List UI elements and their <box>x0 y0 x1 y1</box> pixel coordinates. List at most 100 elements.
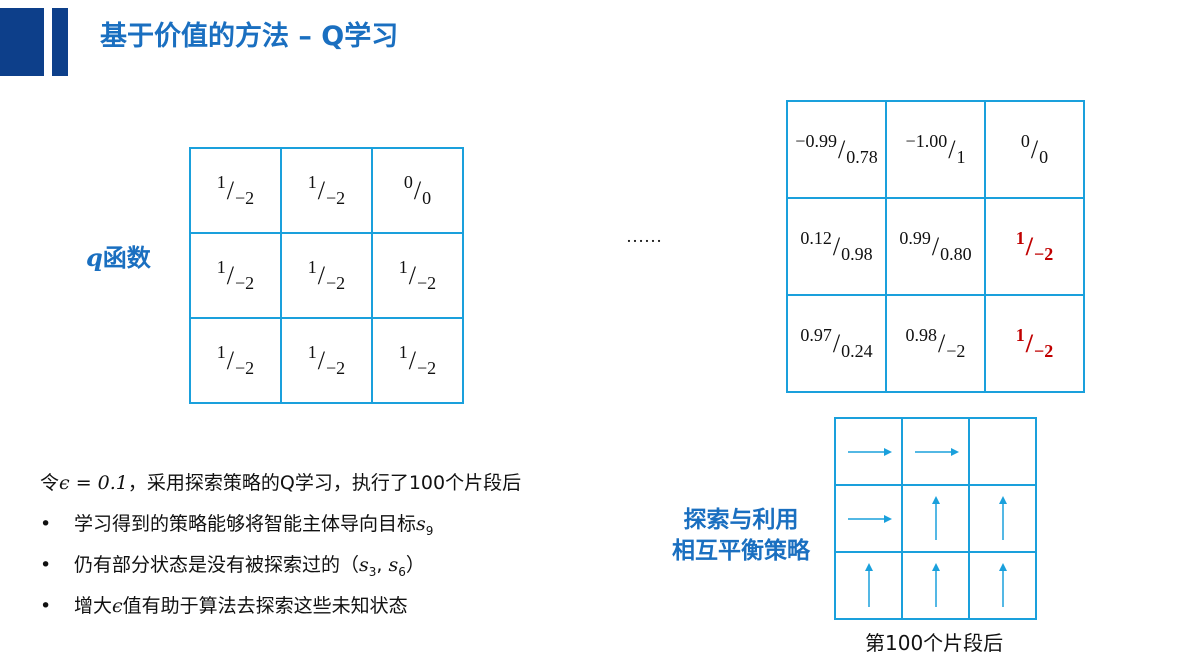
fraction-slash: / <box>413 175 422 205</box>
fraction-numerator: 0.12 <box>800 228 832 248</box>
m: 9 <box>425 523 434 538</box>
fraction-slash: / <box>938 328 946 358</box>
q-cell: 0.12/0.98 <box>787 198 886 295</box>
explanation: 令ϵ = 0.1，采用探索策略的Q学习，执行了100个片段后 • 学习得到的策略能… <box>40 468 521 632</box>
policy-cell <box>902 418 969 485</box>
fraction-denominator: −2 <box>417 358 437 378</box>
q-cell: 1/−2 <box>281 148 372 233</box>
fraction-slash: / <box>1030 134 1039 164</box>
m: , <box>376 554 389 576</box>
fraction-numerator: 0.99 <box>899 228 931 248</box>
policy-cell <box>969 418 1036 485</box>
policy-cell <box>969 485 1036 552</box>
fraction-numerator: 1 <box>307 257 317 277</box>
q-cell: 1/−2 <box>985 295 1084 392</box>
policy-cell <box>835 485 902 552</box>
q-cell: −0.99/0.78 <box>787 101 886 198</box>
epsilon-eq: ϵ = 0.1 <box>59 472 128 494</box>
fraction-denominator: −2 <box>946 341 966 361</box>
q-cell: −1.00/1 <box>886 101 985 198</box>
fraction-slash: / <box>408 260 417 290</box>
t: 令 <box>40 472 60 494</box>
fraction-slash: / <box>1025 328 1033 358</box>
fraction-slash: / <box>226 175 235 205</box>
q-text: 函数 <box>102 244 151 272</box>
fraction-slash: / <box>837 134 846 164</box>
m: s <box>388 554 399 576</box>
fraction-denominator: −2 <box>235 273 255 293</box>
arrow-right-icon <box>847 514 892 523</box>
q-var: q <box>86 243 103 272</box>
bullet-dot: • <box>40 513 52 535</box>
fraction-denominator: −2 <box>326 358 346 378</box>
intro-line: 令ϵ = 0.1，采用探索策略的Q学习，执行了100个片段后 <box>40 468 521 509</box>
fraction-slash: / <box>948 134 956 164</box>
q-cell: 1/−2 <box>985 198 1084 295</box>
q-cell: 1/−2 <box>372 233 463 318</box>
fraction-numerator: 0 <box>403 172 413 192</box>
q-cell: 0.99/0.80 <box>886 198 985 295</box>
q-cell: 0.98/−2 <box>886 295 985 392</box>
fraction-numerator: −1.00 <box>905 131 948 151</box>
policy-cell <box>969 552 1036 619</box>
fraction-numerator: 1 <box>216 257 226 277</box>
t: 仍有部分状态是没有被探索过的（ <box>74 554 360 576</box>
bullet-dot: • <box>40 595 52 617</box>
arrow-up-icon <box>931 495 940 540</box>
fraction-slash: / <box>317 260 326 290</box>
fraction-numerator: 1 <box>216 172 226 192</box>
q-cell: 1/−2 <box>281 233 372 318</box>
bullet-3: • 增大ϵ值有助于算法去探索这些未知状态 <box>40 591 521 632</box>
fraction-denominator: 1 <box>956 147 966 167</box>
policy-cell <box>835 552 902 619</box>
header-bar-large <box>0 8 44 76</box>
fraction-slash: / <box>832 328 841 358</box>
q-cell: 1/−2 <box>281 318 372 403</box>
policy-label-line1: 探索与利用 <box>683 507 799 533</box>
policy-grid <box>834 417 1037 620</box>
fraction-slash: / <box>832 231 841 261</box>
m: s <box>416 513 426 535</box>
fraction-slash: / <box>317 345 326 375</box>
arrow-up-icon <box>998 495 1007 540</box>
ellipsis: …… <box>626 226 662 246</box>
arrow-right-icon <box>914 447 959 456</box>
t: 学习得到的策略能够将智能主体导向目标 <box>74 513 417 535</box>
fraction-denominator: 0.24 <box>841 341 873 361</box>
q-cell: 1/−2 <box>372 318 463 403</box>
fraction-denominator: 0 <box>1039 147 1049 167</box>
fraction-slash: / <box>1025 231 1033 261</box>
policy-caption: 第100个片段后 <box>865 631 1004 655</box>
arrow-up-icon <box>931 562 940 607</box>
fraction-slash: / <box>931 231 940 261</box>
t: ，采用探索策略的Q学习，执行了100个片段后 <box>127 472 522 494</box>
bullet-2: •仍有部分状态是没有被探索过的（s3, s6） <box>40 550 521 591</box>
fraction-denominator: −2 <box>1033 244 1054 264</box>
fraction-denominator: −2 <box>417 273 437 293</box>
fraction-denominator: −2 <box>235 188 255 208</box>
t: 增大 <box>74 595 113 617</box>
header-bar-small <box>52 8 68 76</box>
m: ϵ <box>112 595 123 617</box>
policy-label: 探索与利用 相互平衡策略 <box>672 505 810 567</box>
policy-cell <box>902 485 969 552</box>
q-cell: 0/0 <box>372 148 463 233</box>
fraction-numerator: 1 <box>1015 228 1025 248</box>
fraction-numerator: 1 <box>1015 325 1025 345</box>
fraction-numerator: 0.97 <box>800 325 832 345</box>
arrow-up-icon <box>864 562 873 607</box>
page-title: 基于价值的方法 – Q学习 <box>100 21 399 52</box>
t: 值有助于算法去探索这些未知状态 <box>122 595 408 617</box>
fraction-slash: / <box>226 260 235 290</box>
fraction-numerator: −0.99 <box>795 131 837 151</box>
m: s <box>359 554 369 576</box>
policy-cell <box>835 418 902 485</box>
fraction-numerator: 1 <box>307 342 317 362</box>
fraction-numerator: 1 <box>307 172 317 192</box>
q-function-label: q函数 <box>86 238 151 273</box>
bullet-dot: • <box>40 554 52 576</box>
q-cell: 1/−2 <box>190 233 281 318</box>
arrow-right-icon <box>847 447 892 456</box>
bullet-1: • 学习得到的策略能够将智能主体导向目标s9 <box>40 509 521 550</box>
